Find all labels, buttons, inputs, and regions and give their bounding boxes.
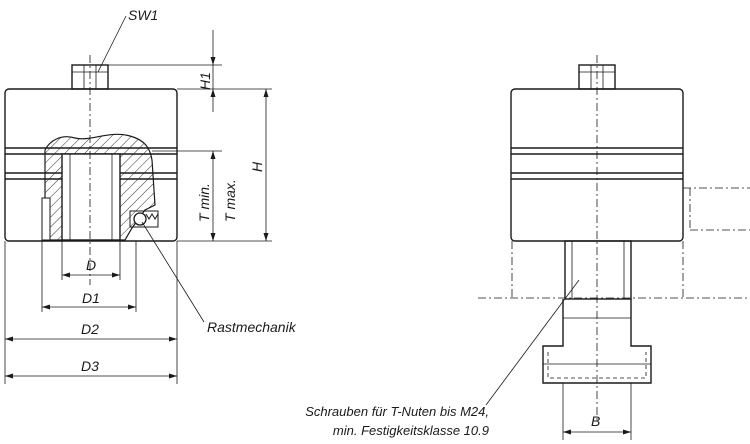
label-d2: D2 — [81, 321, 99, 337]
left-view: D D1 D2 D3 SW1 H1 T min. T max — [4, 7, 297, 384]
t-nut — [542, 299, 652, 384]
t-bolt-shank — [564, 240, 632, 300]
label-sw1: SW1 — [128, 7, 158, 23]
left-body — [4, 88, 178, 242]
detent-mechanism — [129, 210, 159, 228]
label-h1: H1 — [197, 72, 213, 90]
label-d: D — [86, 257, 96, 273]
right-view: B Schrauben für T-Nuten bis M24, min. Fe… — [305, 55, 750, 440]
note-line-1: Schrauben für T-Nuten bis M24, — [305, 404, 489, 419]
left-bore — [61, 153, 121, 241]
label-rastmechanik: Rastmechanik — [207, 319, 297, 335]
label-b: B — [591, 413, 600, 429]
label-t-min: T min. — [196, 183, 212, 222]
note-line-2: min. Festigkeitsklasse 10.9 — [333, 423, 489, 438]
label-d1: D1 — [82, 290, 100, 306]
label-h: H — [249, 161, 265, 172]
label-t-max: T max. — [222, 179, 238, 222]
label-d3: D3 — [81, 358, 99, 374]
